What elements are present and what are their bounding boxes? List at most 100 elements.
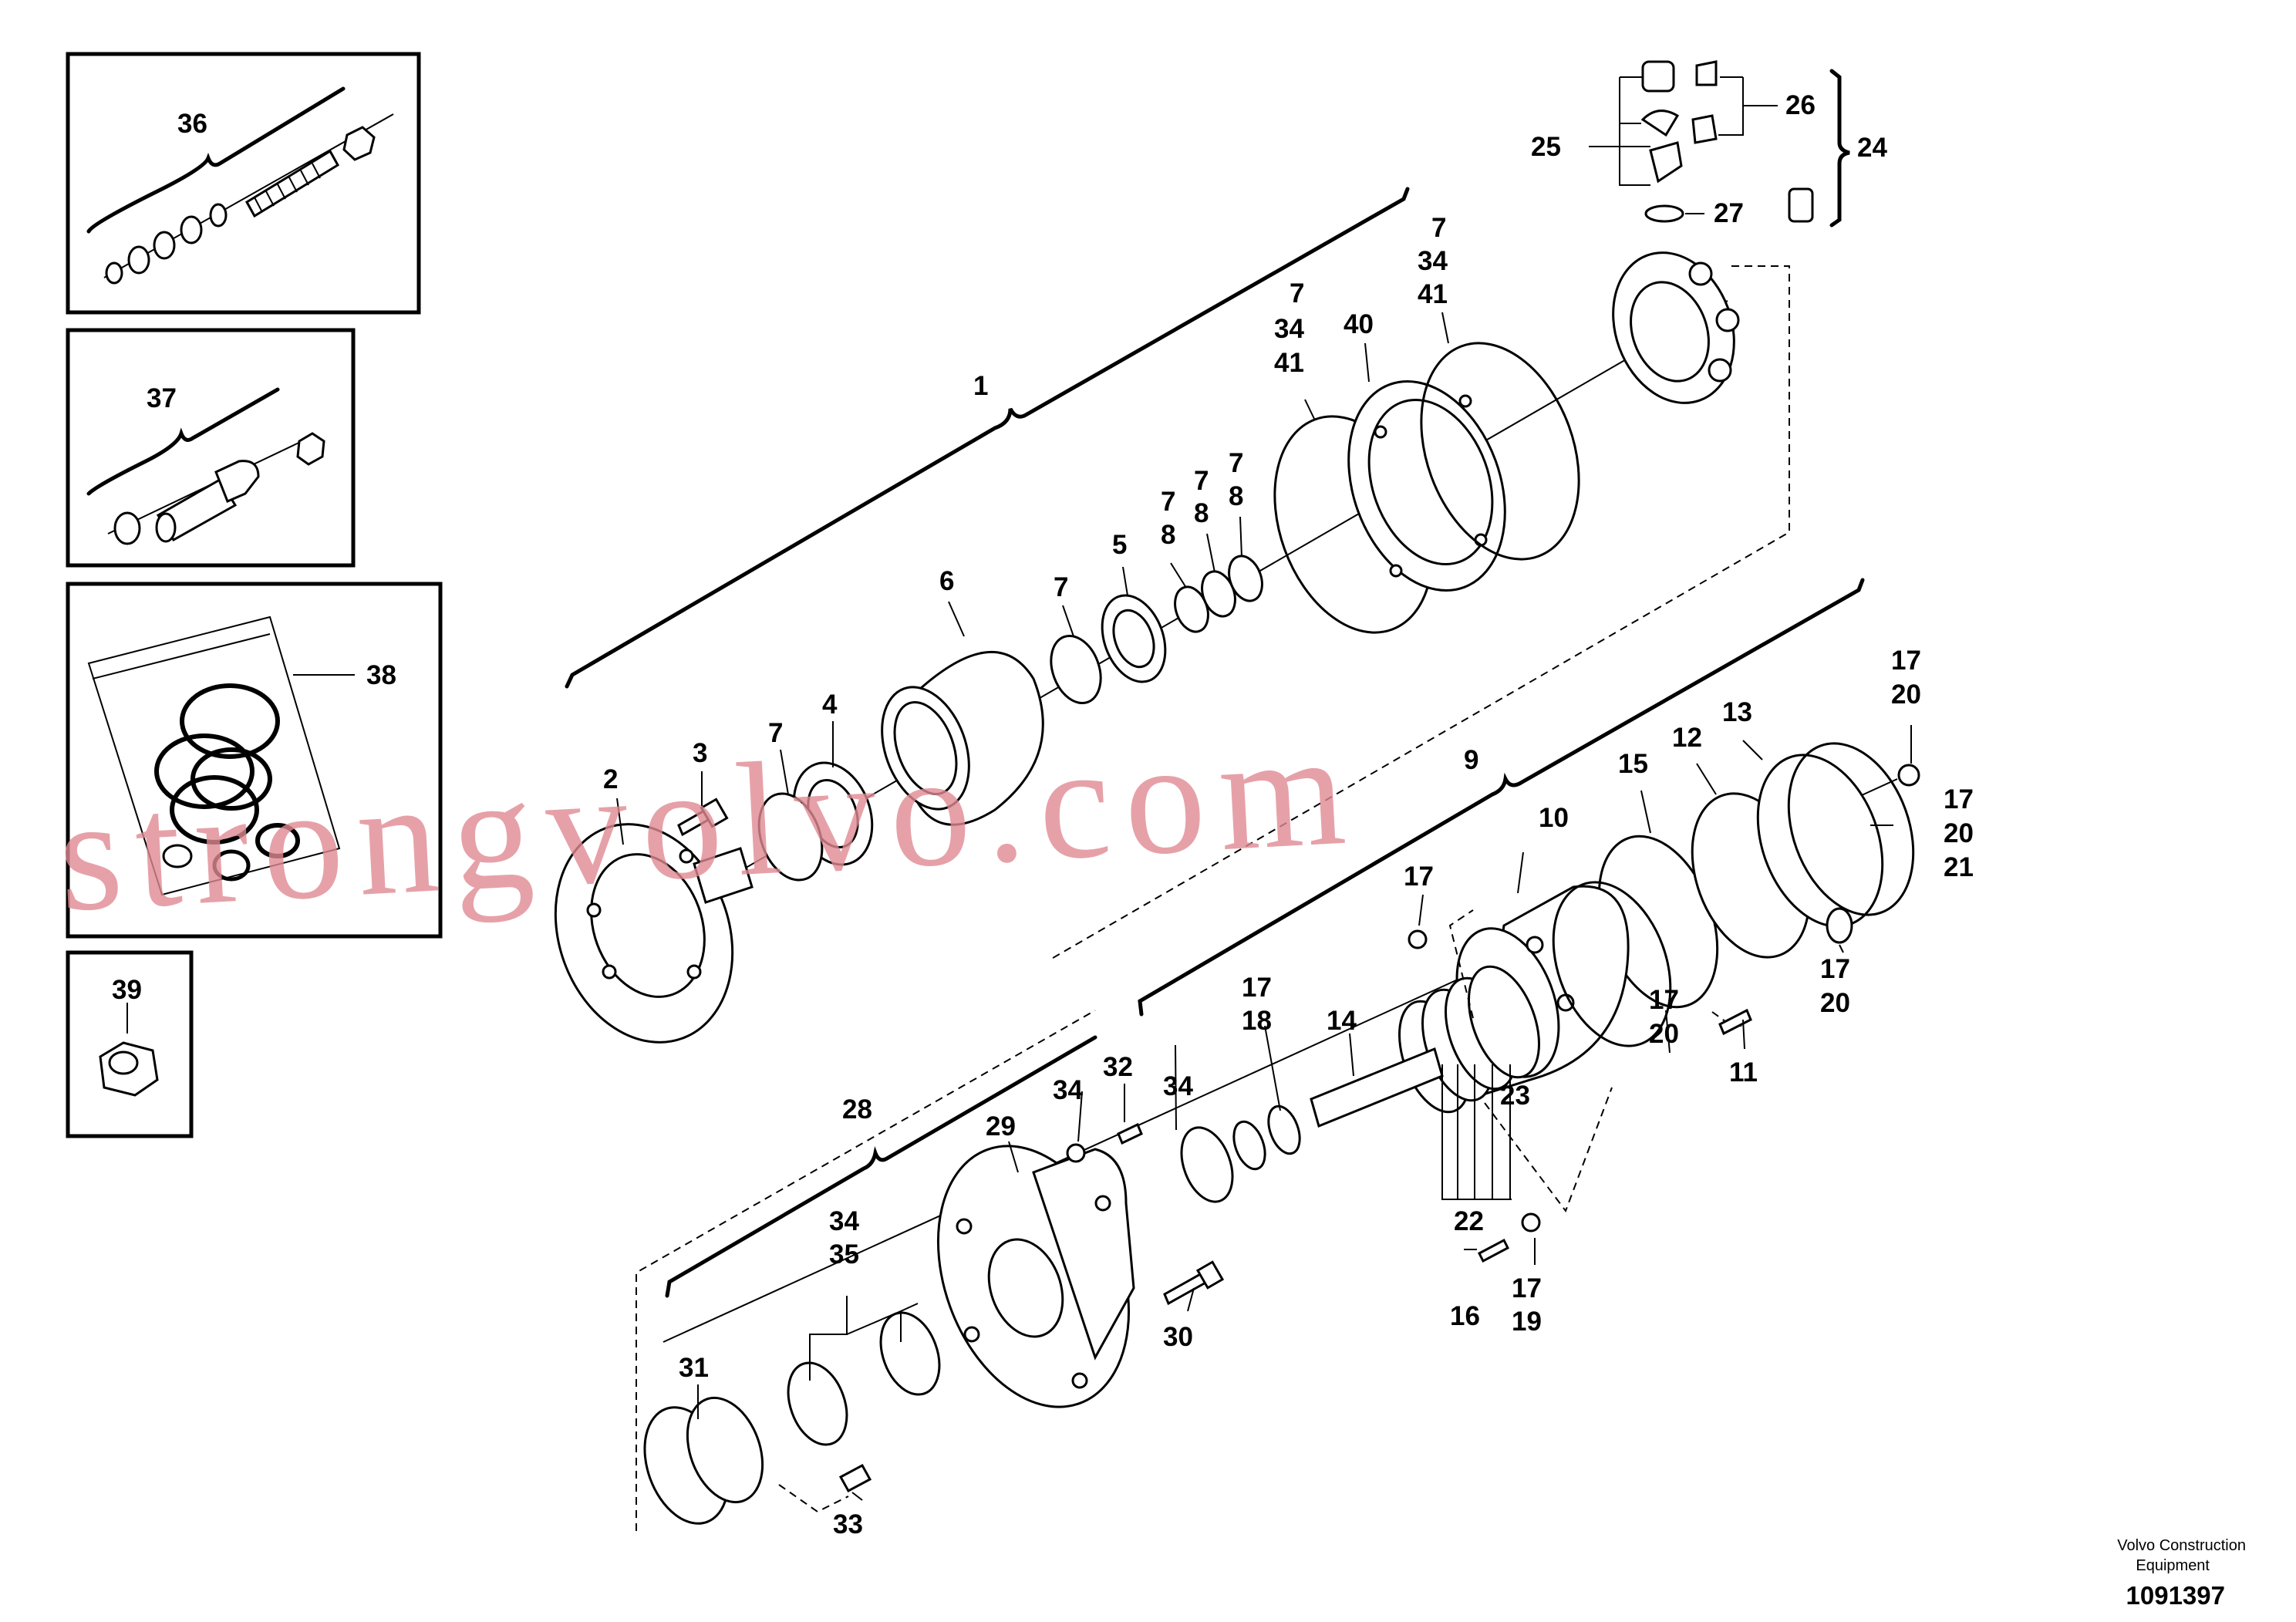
- inset-repair-kit-37[interactable]: 37: [66, 328, 356, 568]
- callout-17f: 17: [1242, 973, 1272, 1003]
- inset-label-36: 36: [177, 109, 207, 139]
- callout-34a: 34: [1274, 314, 1304, 344]
- callout-32: 32: [1103, 1052, 1133, 1082]
- callout-15: 15: [1618, 749, 1648, 779]
- callout-31: 31: [679, 1353, 709, 1383]
- company-line-2: Equipment: [2136, 1557, 2210, 1574]
- callout-33: 33: [833, 1509, 863, 1539]
- callout-7g: 7: [1431, 213, 1446, 243]
- callout-22: 22: [1454, 1206, 1484, 1236]
- callout-9: 9: [1464, 745, 1478, 775]
- part-30-bolt[interactable]: [1163, 1260, 1225, 1306]
- inset-label-37: 37: [147, 383, 177, 413]
- inset-repair-kit-36[interactable]: 36: [66, 52, 421, 315]
- part-11-bolt[interactable]: [1718, 1008, 1752, 1036]
- callout-35: 35: [829, 1239, 859, 1270]
- callout-23: 23: [1500, 1081, 1530, 1111]
- callout-19: 19: [1512, 1307, 1542, 1337]
- part-24-roller-bearing[interactable]: [1593, 235, 1754, 420]
- callout-17d: 17: [1649, 985, 1679, 1015]
- part-7-ring-b[interactable]: [1042, 629, 1109, 710]
- callout-17a: 17: [1891, 646, 1921, 676]
- part-25-26-27-kit[interactable]: [1589, 60, 1814, 223]
- callout-41b: 41: [1418, 279, 1448, 309]
- callout-7d: 7: [1194, 466, 1209, 496]
- part-35-ring-a[interactable]: [777, 1354, 857, 1452]
- part-17-plug-a[interactable]: [1897, 764, 1920, 787]
- callout-12: 12: [1672, 723, 1702, 753]
- part-7-ring-a[interactable]: [747, 785, 833, 889]
- callout-14: 14: [1327, 1006, 1357, 1036]
- part-32-screw[interactable]: [1117, 1122, 1143, 1145]
- inset-seal-kit-38[interactable]: 38: [66, 582, 443, 939]
- leader-lines: [616, 312, 1912, 1501]
- callout-17b: 17: [1944, 784, 1974, 814]
- callout-30: 30: [1163, 1322, 1193, 1352]
- callout-34e: 34: [829, 1206, 859, 1236]
- callout-40: 40: [1344, 309, 1374, 339]
- callout-20c: 20: [1820, 988, 1850, 1018]
- callout-20b: 20: [1944, 818, 1974, 848]
- callout-4: 4: [822, 690, 838, 720]
- callout-16: 16: [1450, 1301, 1480, 1331]
- callout-17g: 17: [1512, 1273, 1542, 1303]
- drawing-number: 1091397: [2126, 1581, 2225, 1610]
- brace-group-28: [665, 1035, 1097, 1298]
- callout-28: 28: [842, 1094, 872, 1125]
- part-16-bolt[interactable]: [1478, 1238, 1509, 1263]
- callout-10: 10: [1539, 803, 1569, 833]
- part-6-housing[interactable]: [866, 651, 1044, 826]
- part-17-clip[interactable]: [1826, 907, 1853, 944]
- brace-group-1: [565, 187, 1410, 689]
- part-18-ring-b[interactable]: [1228, 1118, 1271, 1173]
- callout-7c: 7: [1161, 487, 1175, 517]
- callout-29: 29: [986, 1111, 1016, 1141]
- callout-13: 13: [1722, 697, 1752, 727]
- callout-21: 21: [1944, 852, 1974, 882]
- part-33-spring[interactable]: [838, 1463, 872, 1493]
- inset-label-38: 38: [366, 660, 396, 690]
- callout-11: 11: [1729, 1057, 1758, 1088]
- part-41-seal-b[interactable]: [1393, 321, 1607, 581]
- part-17-plug-b[interactable]: [1408, 929, 1428, 949]
- callout-26: 26: [1785, 90, 1816, 120]
- part-19-washer[interactable]: [1521, 1212, 1541, 1233]
- callout-17e: 17: [1404, 862, 1434, 892]
- part-8-ring-c[interactable]: [1223, 551, 1268, 605]
- callout-34b: 34: [1418, 246, 1448, 276]
- callout-2: 2: [603, 764, 618, 794]
- callout-17c: 17: [1820, 954, 1850, 984]
- callout-25: 25: [1531, 132, 1561, 162]
- callout-5: 5: [1112, 530, 1127, 560]
- callout-8c: 8: [1229, 481, 1243, 511]
- callout-6: 6: [939, 566, 954, 596]
- part-29-motor-housing[interactable]: [904, 1119, 1163, 1434]
- part-21-ring[interactable]: [1766, 726, 1936, 932]
- part-20-seal-a[interactable]: [1532, 866, 1692, 1063]
- callout-24: 24: [1857, 133, 1887, 163]
- brace-group-9: [1138, 578, 1865, 1017]
- company-line-1: Volvo Construction: [2117, 1537, 2246, 1554]
- inset-nut-39[interactable]: 39: [66, 950, 194, 1138]
- brace-group-24: [1829, 69, 1850, 228]
- callout-41a: 41: [1274, 348, 1304, 378]
- callout-27: 27: [1714, 198, 1744, 228]
- callout-34d: 34: [1163, 1071, 1193, 1101]
- callout-labels: 1 2 3 4 5 6 7 7 7 7 7 7 7 8 8 8 34 41 34…: [603, 90, 1974, 1539]
- part-2-flange[interactable]: [526, 799, 762, 1067]
- callout-3: 3: [693, 738, 707, 768]
- part-40-ring-gear[interactable]: [1321, 359, 1532, 612]
- callout-8b: 8: [1194, 498, 1209, 528]
- part-18-ring-a[interactable]: [1263, 1102, 1306, 1158]
- part-34-washer[interactable]: [1066, 1143, 1086, 1163]
- inset-label-39: 39: [112, 975, 142, 1005]
- callout-34c: 34: [1053, 1075, 1083, 1105]
- callout-18: 18: [1242, 1006, 1272, 1036]
- callout-20a: 20: [1891, 679, 1921, 710]
- part-5-bearing[interactable]: [1091, 587, 1176, 691]
- part-31-valve[interactable]: [629, 1388, 776, 1536]
- part-3-bolt[interactable]: [677, 798, 729, 837]
- callout-1: 1: [973, 371, 988, 401]
- part-34-o-ring[interactable]: [1172, 1121, 1242, 1209]
